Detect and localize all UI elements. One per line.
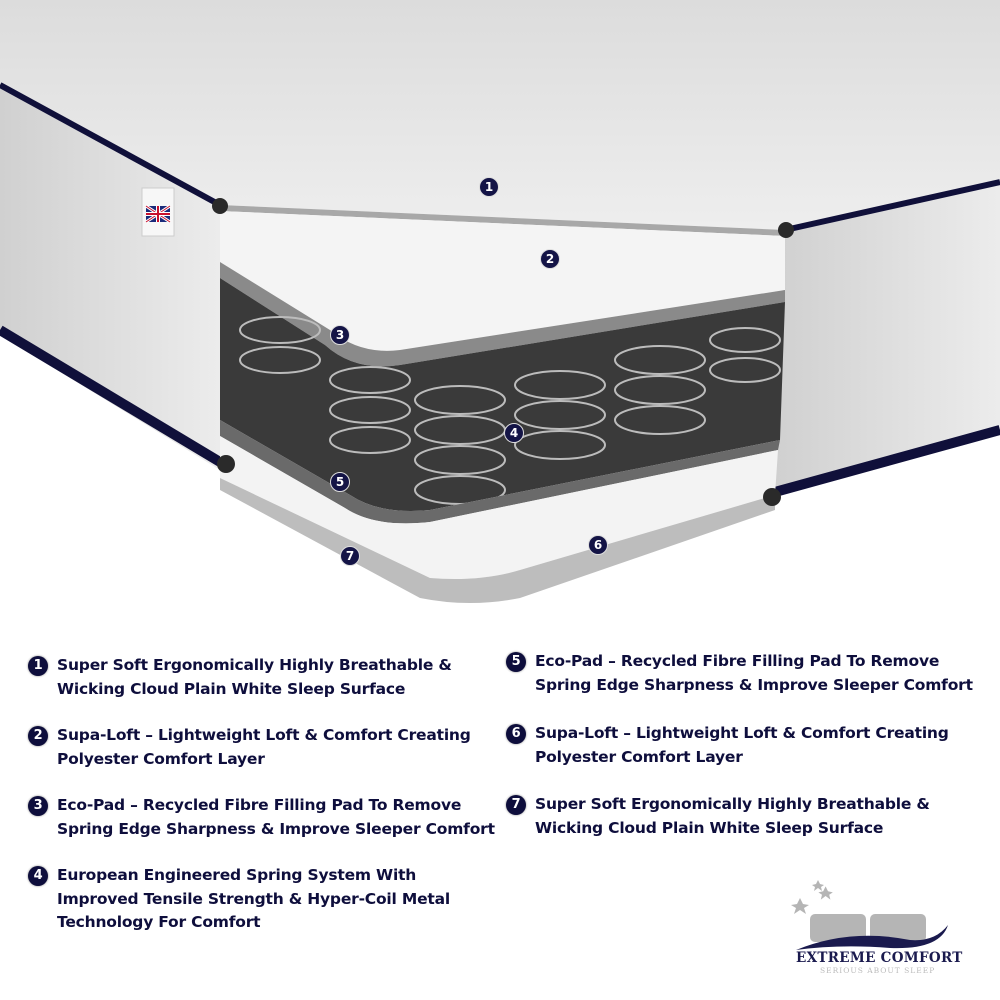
legend-text: European Engineered Spring System With I… (57, 866, 450, 931)
legend-text: Supa-Loft – Lightweight Loft & Comfort C… (535, 724, 949, 766)
layer-7-surface (220, 478, 775, 603)
uk-flag-label (141, 187, 175, 237)
legend-item-4: 4 European Engineered Spring System With … (28, 864, 450, 935)
mattress-cutaway-illustration (0, 0, 1000, 603)
number-badge: 7 (506, 795, 526, 815)
legend-item-3: 3 Eco-Pad – Recycled Fibre Filling Pad To… (28, 794, 495, 841)
right-bottom-piping (773, 425, 1000, 497)
marker-7: 7 (340, 546, 360, 566)
right-piping (784, 179, 1000, 233)
layer-6-foam (220, 436, 778, 579)
marker-3: 3 (330, 325, 350, 345)
pillows-stars-icon (791, 880, 948, 950)
number-badge: 5 (506, 652, 526, 672)
corner-knob (212, 198, 228, 214)
legend-text: Eco-Pad – Recycled Fibre Filling Pad To … (535, 652, 973, 694)
left-side-panel (0, 85, 220, 470)
number-badge: 2 (28, 726, 48, 746)
legend-text: Eco-Pad – Recycled Fibre Filling Pad To … (57, 796, 495, 838)
logo-tagline: SERIOUS ABOUT SLEEP (820, 966, 936, 975)
number-badge: 3 (28, 796, 48, 816)
marker-5: 5 (330, 472, 350, 492)
marker-1: 1 (479, 177, 499, 197)
legend-item-5: 5 Eco-Pad – Recycled Fibre Filling Pad To… (506, 650, 973, 697)
legend-item-6: 6 Supa-Loft – Lightweight Loft & Comfort … (506, 722, 949, 769)
layer-1-surface-edge (220, 205, 785, 236)
corner-knob (778, 222, 794, 238)
left-piping (0, 82, 222, 208)
marker-4: 4 (504, 423, 524, 443)
number-badge: 6 (506, 724, 526, 744)
number-badge: 4 (28, 866, 48, 886)
logo-brand: EXTREME COMFORT (796, 950, 963, 966)
legend-item-7: 7 Super Soft Ergonomically Highly Breatha… (506, 793, 930, 840)
right-side-panel (775, 180, 1000, 495)
corner-knob (763, 488, 781, 506)
layer-5-pad (220, 420, 780, 524)
layer-3-pad (220, 262, 785, 367)
left-bottom-piping (0, 325, 223, 467)
corner-knob (217, 455, 235, 473)
marker-2: 2 (540, 249, 560, 269)
legend-text: Super Soft Ergonomically Highly Breathab… (57, 656, 452, 698)
top-surface (0, 0, 1000, 230)
legend-item-1: 1 Super Soft Ergonomically Highly Breatha… (28, 654, 452, 701)
extreme-comfort-logo: EXTREME COMFORT SERIOUS ABOUT SLEEP (790, 870, 963, 980)
legend-text: Super Soft Ergonomically Highly Breathab… (535, 795, 930, 837)
number-badge: 1 (28, 656, 48, 676)
springs (239, 316, 781, 505)
legend-text: Supa-Loft – Lightweight Loft & Comfort C… (57, 726, 471, 768)
layer-2-foam (220, 211, 785, 351)
marker-6: 6 (588, 535, 608, 555)
legend-item-2: 2 Supa-Loft – Lightweight Loft & Comfort … (28, 724, 471, 771)
